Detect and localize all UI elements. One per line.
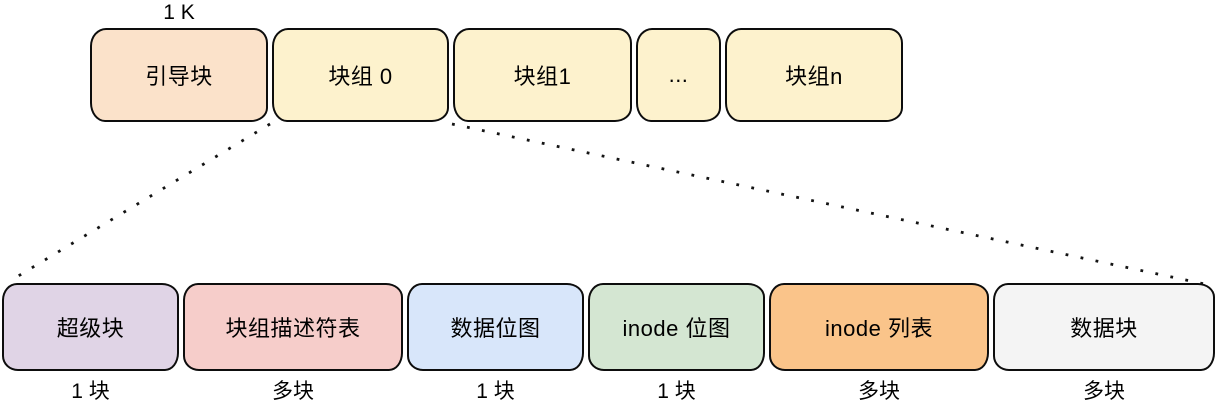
box-boot-block: 引导块 xyxy=(90,28,268,122)
box-block-group-ellipsis: ... xyxy=(636,28,721,122)
box-group-descriptor-table: 块组描述符表 xyxy=(183,283,403,371)
box-block-group-n: 块组n xyxy=(725,28,903,122)
box-inode-bitmap: inode 位图 xyxy=(588,283,765,371)
box-superblock: 超级块 xyxy=(2,283,179,371)
count-label-group-descriptor-table: 多块 xyxy=(272,380,314,403)
box-block-group-0: 块组 0 xyxy=(272,28,449,122)
count-label-data-bitmap: 1 块 xyxy=(476,380,515,403)
block-size-label: 1 K xyxy=(163,1,195,24)
box-inode-table: inode 列表 xyxy=(769,283,989,371)
expand-dotted-line-right xyxy=(451,122,1215,288)
count-label-data-blocks: 多块 xyxy=(1083,380,1125,403)
box-block-group-1: 块组1 xyxy=(453,28,632,122)
box-data-bitmap: 数据位图 xyxy=(407,283,584,371)
expand-dotted-line-left xyxy=(9,122,271,283)
count-label-inode-bitmap: 1 块 xyxy=(657,380,696,403)
count-label-inode-table: 多块 xyxy=(858,380,900,403)
box-data-blocks: 数据块 xyxy=(993,283,1215,371)
count-label-superblock: 1 块 xyxy=(71,380,110,403)
